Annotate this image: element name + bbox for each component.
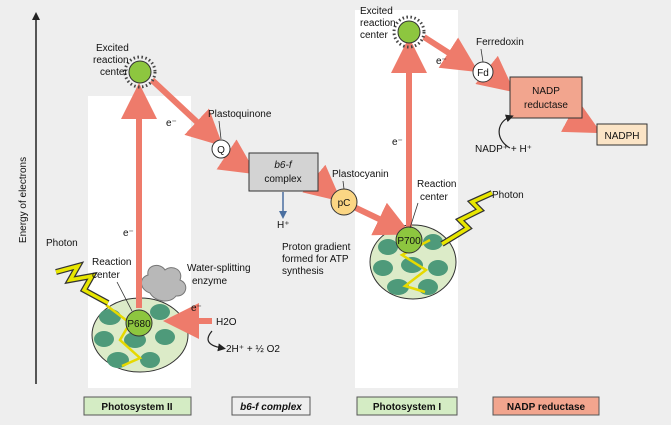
p700-label: P700 (397, 236, 421, 247)
nadp-bottom-label: NADP reductase (507, 402, 586, 413)
ps1-photon-label: Photon (492, 190, 524, 201)
ps2-electron-water: e⁻ (191, 303, 202, 314)
ps2-electron-upper: e⁻ (166, 118, 177, 129)
proton-line1: Proton gradient (282, 242, 351, 253)
ps2-reaction-line1: Reaction (92, 257, 131, 268)
ps2-bottom-label-box (83, 396, 192, 416)
ps2-reaction-line2: center (92, 270, 120, 281)
p700-node: P700 (395, 226, 423, 254)
ps2-excited-center (123, 55, 157, 89)
proton-line2: formed for ATP (282, 254, 349, 265)
ps2-bottom-label: Photosystem II (101, 402, 172, 413)
b6f-bottom-label-box (231, 396, 311, 416)
arrow-to-plastocyanin (302, 164, 342, 202)
ps1-electron-upper: e⁻ (436, 56, 447, 67)
water-splitting-enzyme (141, 264, 187, 302)
nadp-reductase-line1: NADP (532, 86, 560, 97)
proton-line3: synthesis (282, 266, 324, 277)
nadp-reductase-box (509, 76, 583, 119)
ps1-reaction-line2: center (420, 192, 448, 203)
ps1-excited-line3: center (360, 30, 388, 41)
nadp-input-label: NADP⁺ + H⁺ (475, 144, 532, 155)
ps1-excited-line1: Excited (360, 6, 393, 17)
ps2-excited-line1: Excited (96, 43, 129, 54)
water-products: 2H⁺ + ½ O2 (226, 344, 280, 355)
ps1-photon-icon (441, 191, 493, 246)
arrow-to-ps1 (352, 202, 412, 236)
ps1-bottom-label-box (356, 396, 458, 416)
ps2-photon-label: Photon (46, 238, 78, 249)
water-enzyme-line2: enzyme (192, 276, 227, 287)
p680-node: P680 (125, 309, 153, 337)
nadp-reductase-line2: reductase (524, 100, 568, 111)
b6f-line1: b6-f (274, 160, 292, 171)
ferredoxin-symbol: Fd (477, 68, 489, 79)
plastocyanin-label: Plastocyanin (332, 169, 389, 180)
b6f-bottom-label: b6-f complex (240, 402, 302, 413)
ps2-excited-line3: center (100, 67, 128, 78)
h2o-label: H2O (216, 317, 237, 328)
nadp-input-arrow (498, 114, 514, 149)
b6f-line2: complex (264, 174, 301, 185)
ps1-reaction-line1: Reaction (417, 179, 456, 190)
arrow-to-ferredoxin (422, 34, 479, 73)
ps1-cluster (369, 224, 457, 300)
ps2-excited-line2: reaction (93, 55, 129, 66)
plastocyanin-symbol: pC (338, 198, 351, 209)
nadph-label: NADPH (604, 131, 639, 142)
arrow-to-b6f (216, 139, 257, 175)
ps1-excited-line2: reaction (360, 18, 396, 29)
b6f-complex-box (248, 152, 319, 192)
o2-release-arrow (207, 330, 226, 352)
proton-h: H⁺ (277, 220, 290, 231)
ps1-bottom-label: Photosystem I (373, 402, 442, 413)
nadp-bottom-label-box (492, 396, 600, 416)
electron-flow (121, 34, 602, 308)
plastoquinone-symbol: Q (217, 145, 225, 156)
ps1-excited-center (392, 15, 426, 49)
nadph-box (596, 123, 648, 146)
axis-label: Energy of electrons (18, 157, 29, 243)
arrow-to-plastoquinone (149, 77, 223, 147)
p680-label: P680 (127, 319, 151, 330)
ps2-electron-left: e⁻ (123, 228, 134, 239)
water-enzyme-line1: Water-splitting (187, 263, 251, 274)
plastoquinone-label: Plastoquinone (208, 109, 272, 120)
arrow-to-nadp-reductase (475, 55, 515, 93)
ferredoxin-label: Ferredoxin (476, 37, 524, 48)
ps1-electron-left: e⁻ (392, 137, 403, 148)
ps2-photon-icon (55, 263, 109, 305)
plastoquinone-node (211, 139, 231, 159)
